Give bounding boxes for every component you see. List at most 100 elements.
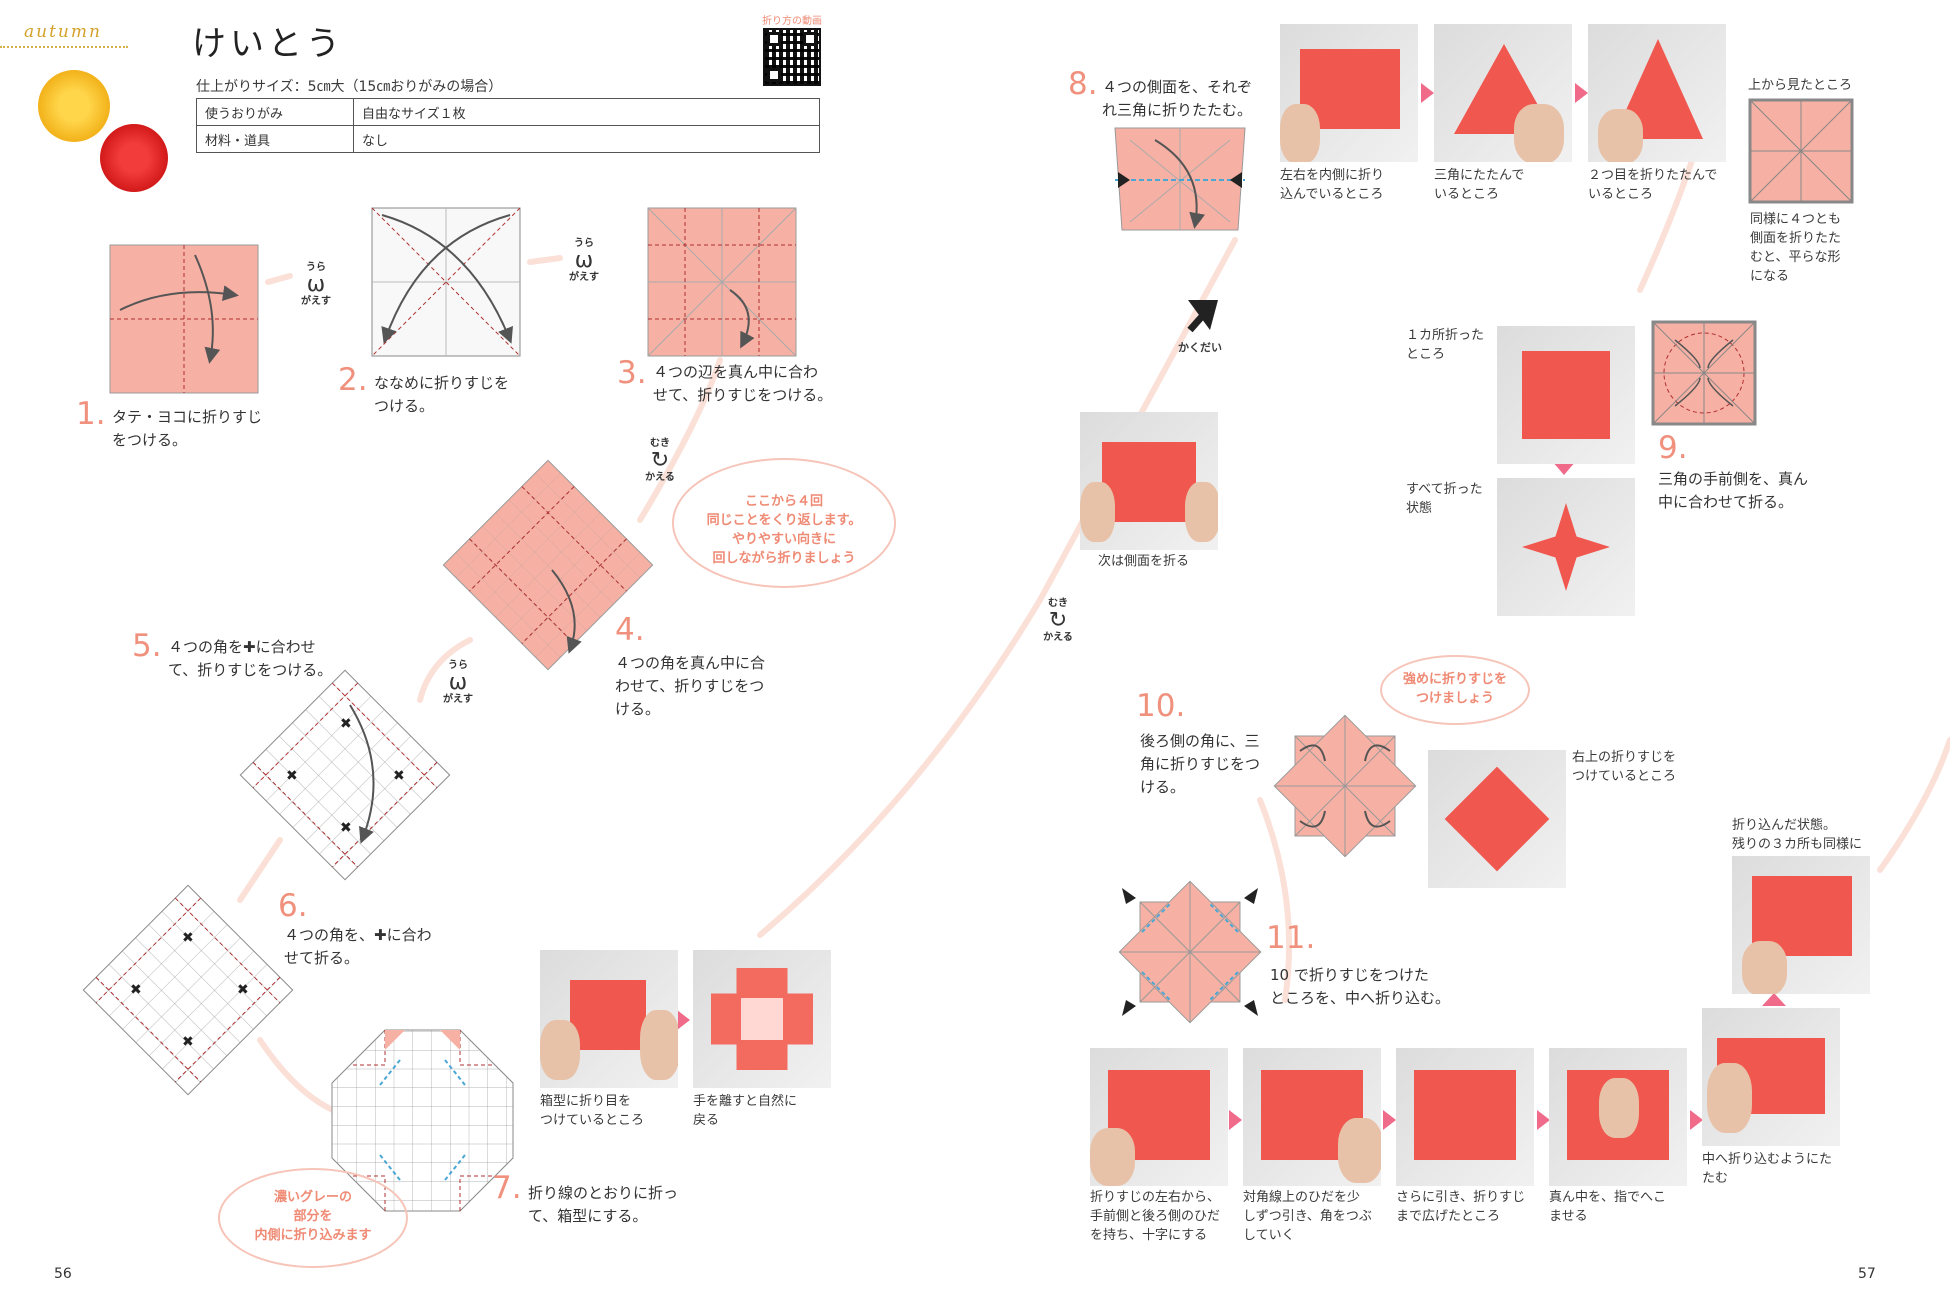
step-6: 6. ４つの角を、✚に合わ せて折る。 — [278, 888, 432, 967]
materials-table: 使うおりがみ 自由なサイズ１枚 材料・道具 なし — [196, 98, 820, 153]
photo-box-released — [693, 950, 831, 1088]
caption: 対角線上のひだを少 しずつ引き、角をつぶ していく — [1243, 1190, 1372, 1243]
photo-pull-pleats — [1243, 1048, 1381, 1186]
step2-diagram — [371, 207, 521, 357]
caption: 箱型に折り目を つけているところ — [540, 1094, 645, 1128]
step-text: ななめに折りすじを つける。 — [374, 374, 510, 415]
caption: 右上の折りすじを つけているところ — [1572, 750, 1677, 784]
step-text: ４つの角を、✚に合わ せて折る。 — [284, 926, 432, 967]
caption: 真ん中を、指でへこ ませる — [1549, 1190, 1667, 1224]
photo-all-folded — [1497, 478, 1635, 616]
step-4: 4. ４つの角を真ん中に合 わせて、折りすじをつ ける。 — [615, 612, 765, 718]
photo-upper-right-crease — [1428, 750, 1566, 888]
step1-diagram — [109, 244, 259, 394]
step-number: 6. — [278, 888, 308, 924]
page-number-right: 57 — [1858, 1266, 1876, 1282]
caption: １カ所折った ところ — [1406, 328, 1485, 362]
photo-next-side — [1080, 412, 1218, 550]
svg-text:✖: ✖ — [286, 768, 298, 784]
step10-diagram — [1273, 714, 1417, 858]
step8-diagram — [1114, 127, 1246, 231]
photo-press-center — [1549, 1048, 1687, 1186]
caption: すべて折った 状態 — [1406, 482, 1483, 516]
tip-bubble-repeat: ここから４回 同じことをくり返します。 やりやすい向きに 回しながら折りましょう — [672, 458, 896, 588]
photo-fold-inward — [1702, 1008, 1840, 1146]
step-text: タテ・ヨコに折りすじ をつける。 — [112, 408, 263, 449]
photo-second-fold — [1588, 24, 1726, 162]
step-number: 11. — [1266, 920, 1316, 956]
step-number: 5. — [132, 628, 162, 664]
table-row: 材料・道具 なし — [196, 125, 820, 153]
step-number: 4. — [615, 612, 645, 648]
step-text: ４つの角を真ん中に合 わせて、折りすじをつ ける。 — [615, 654, 766, 718]
spec-value: なし — [353, 125, 820, 153]
step-8: 8. ４つの側面を、それぞ れ三角に折りたたむ。 — [1068, 66, 1252, 119]
step-number: 10. — [1136, 688, 1186, 724]
caption: ２つ目を折りたたんで いるところ — [1588, 168, 1718, 202]
step-3: 3. ４つの辺を真ん中に合わ せて、折りすじをつける。 — [617, 355, 832, 404]
step-7: 7. 折り線のとおりに折っ て、箱型にする。 — [492, 1170, 678, 1225]
page-title: けいとう — [192, 24, 344, 64]
photo-folded-in — [1732, 856, 1870, 994]
photo-fold-triangle — [1434, 24, 1572, 162]
step-5: 5. ４つの角を✚に合わせ て、折りすじをつける。 — [132, 628, 332, 679]
step-number: 2. — [338, 362, 368, 398]
top-view-diagram — [1748, 98, 1854, 204]
step-11: 11. 10 で折りすじをつけた ところを、中へ折り込む。 — [1266, 920, 1450, 1007]
step-text: 後ろ側の角に、三 角に折りすじをつ ける。 — [1140, 732, 1261, 796]
step-text: 10 で折りすじをつけた ところを、中へ折り込む。 — [1270, 966, 1451, 1007]
step7-diagram — [331, 1029, 514, 1212]
step-text: 折り線のとおりに折っ て、箱型にする。 — [528, 1184, 679, 1225]
caption: 折りすじの左右から、 手前側と後ろ側のひだ を持ち、十字にする — [1090, 1190, 1221, 1243]
step5-diagram — [239, 669, 451, 881]
step11-diagram — [1118, 880, 1262, 1024]
caption: 手を離すと自然に 戻る — [693, 1094, 798, 1128]
step-10: 10. 後ろ側の角に、三 角に折りすじをつ ける。 — [1136, 688, 1260, 796]
tip-bubble-strong: 強めに折りすじを つけましょう — [1380, 655, 1530, 725]
step-number: 1. — [76, 396, 106, 432]
photo-spread-pleats — [1396, 1048, 1534, 1186]
step-text: ４つの角を✚に合わせ て、折りすじをつける。 — [168, 638, 333, 679]
season-label: autumn — [24, 22, 102, 42]
step-number: 9. — [1658, 430, 1688, 466]
svg-text:✖: ✖ — [182, 930, 194, 946]
step4-diagram — [442, 459, 654, 671]
caption: 同様に４つとも 側面を折りたた むと、平らな形 になる — [1750, 212, 1842, 284]
flower-photo — [34, 66, 174, 192]
rotate-icon: むき↻かえる — [645, 438, 675, 483]
photo-one-folded — [1497, 326, 1635, 464]
step-number: 8. — [1068, 66, 1098, 102]
finished-size: 仕上がりサイズ：5㎝大（15㎝おりがみの場合） — [196, 79, 503, 95]
table-row: 使うおりがみ 自由なサイズ１枚 — [196, 98, 820, 126]
caption: 中へ折り込むようにた たむ — [1702, 1152, 1833, 1186]
step6-diagram — [82, 884, 294, 1096]
spec-key: 使うおりがみ — [196, 98, 354, 126]
rotate-icon: むき↻かえる — [1043, 598, 1073, 643]
svg-text:✖: ✖ — [237, 982, 249, 998]
step-text: ４つの辺を真ん中に合わ せて、折りすじをつける。 — [653, 363, 833, 404]
caption: 折り込んだ状態。 残りの３カ所も同様に — [1732, 818, 1863, 852]
svg-text:✖: ✖ — [340, 820, 352, 836]
step-text: 三角の手前側を、真ん 中に合わせて折る。 — [1658, 470, 1809, 511]
step-number: 3. — [617, 355, 647, 391]
page-number-left: 56 — [54, 1266, 72, 1282]
qr-label: 折り方の動画 — [762, 16, 822, 27]
step3-diagram — [647, 207, 797, 357]
season-rule — [0, 46, 128, 48]
svg-text:✖: ✖ — [340, 716, 352, 732]
svg-text:✖: ✖ — [182, 1034, 194, 1050]
step-number: 7. — [492, 1170, 522, 1206]
step-9: 9. 三角の手前側を、真ん 中に合わせて折る。 — [1658, 430, 1808, 511]
step9-diagram — [1651, 320, 1757, 426]
svg-text:✖: ✖ — [393, 768, 405, 784]
step-text: ４つの側面を、それぞ れ三角に折りたたむ。 — [1102, 78, 1253, 119]
spec-key: 材料・道具 — [196, 125, 354, 153]
caption: 次は側面を折る — [1098, 554, 1190, 569]
caption: さらに引き、折りすじ まで広げたところ — [1396, 1190, 1526, 1224]
photo-box-folding — [540, 950, 678, 1088]
step-2: 2. ななめに折りすじを つける。 — [338, 362, 509, 415]
qr-code[interactable] — [763, 28, 821, 86]
